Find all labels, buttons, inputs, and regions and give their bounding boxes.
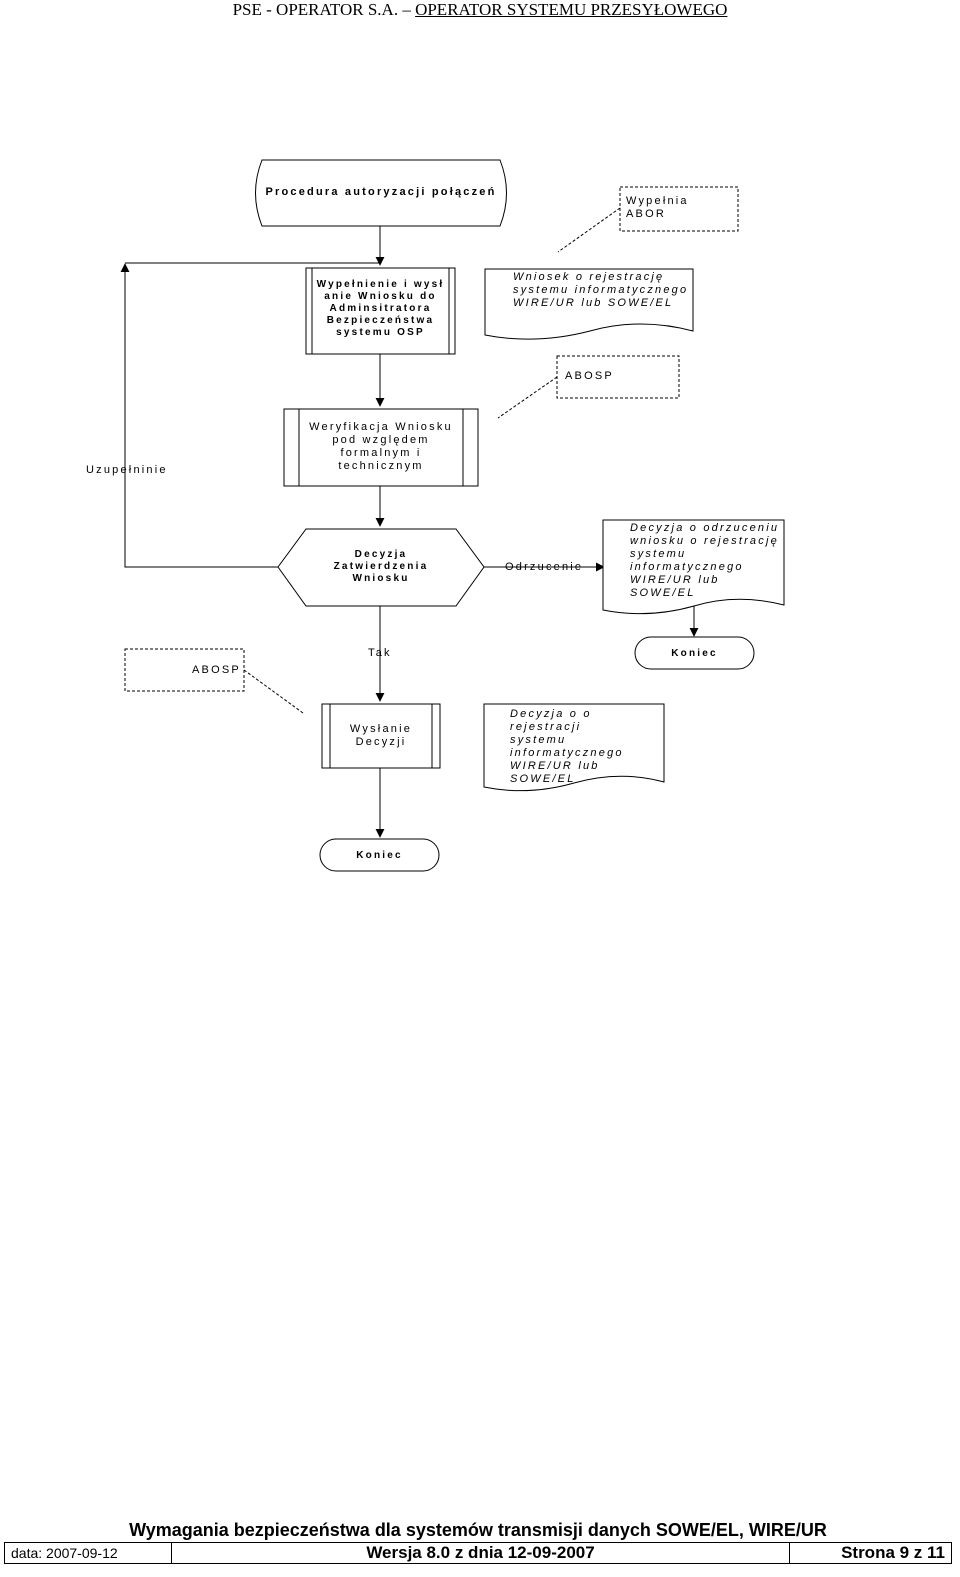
page-footer: Wymagania bezpieczeństwa dla systemów tr… [4, 1516, 952, 1564]
footer-title: Wymagania bezpieczeństwa dla systemów tr… [129, 1520, 827, 1540]
doc-reject-label: Decyzja o odrzuceniu wniosku o rejestrac… [630, 522, 780, 599]
note-abosp-1-label: ABOSP [565, 370, 614, 382]
doc-accept-label: Decyzja o o rejestracji systemu informat… [510, 708, 624, 785]
header-operator: OPERATOR SYSTEMU PRZESYŁOWEGO [415, 0, 728, 19]
start-terminator-shape [255, 159, 507, 227]
header-separator: – [398, 0, 416, 19]
note-abosp-1-connector [497, 376, 558, 419]
end-1-shape [634, 636, 755, 670]
note-abor-connector [557, 207, 621, 253]
doc-request-shape [484, 268, 694, 340]
label-yes: Tak [368, 647, 392, 659]
doc-request-label: Wniosek o rejestrację systemu informatyc… [513, 271, 689, 309]
step-send-label: Wysłanie Decyzji [349, 723, 413, 748]
start-label: Procedura autoryzacji połączeń [265, 186, 497, 198]
footer-page: Strona 9 z 11 [789, 1543, 951, 1563]
doc-reject-shape [602, 519, 785, 615]
step-send-box [321, 703, 441, 769]
end-2-label: Koniec [356, 850, 403, 861]
label-complete: Uzupełninie [86, 464, 168, 476]
end-1-label: Koniec [671, 648, 718, 659]
note-abor-label: Wypełnia ABOR [626, 195, 689, 220]
step-verify-box [283, 408, 479, 487]
note-abosp-2-connector [243, 669, 304, 714]
footer-date: data: 2007-09-12 [5, 1543, 172, 1563]
note-abosp-2-label: ABOSP [192, 664, 241, 676]
step-fill-label: Wypełnienie i wysł anie Wniosku do Admin… [316, 279, 445, 338]
footer-row: data: 2007-09-12 Wersja 8.0 z dnia 12-09… [4, 1542, 952, 1564]
page-header: PSE - OPERATOR S.A. – OPERATOR SYSTEMU P… [0, 0, 960, 20]
footer-version: Wersja 8.0 z dnia 12-09-2007 [366, 1543, 595, 1562]
decision-label: Decyzja Zatwierdzenia Wniosku [333, 549, 429, 584]
loop-back-line [120, 263, 278, 568]
note-abor-box [619, 186, 739, 232]
step-verify-label: Weryfikacja Wniosku pod względem formaln… [309, 421, 453, 472]
doc-accept-shape [483, 703, 665, 792]
end-2-shape [319, 838, 440, 872]
label-reject: Odrzucenie [505, 561, 584, 573]
header-company: PSE - OPERATOR S.A. [232, 0, 399, 19]
